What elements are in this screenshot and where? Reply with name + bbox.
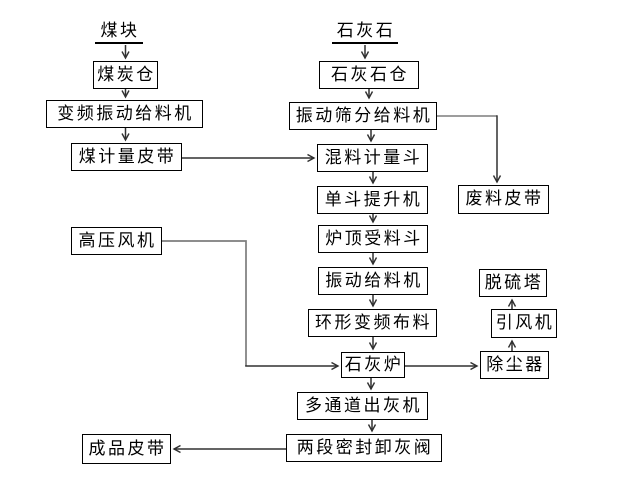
node-limestone-bin: 石灰石仓 xyxy=(319,61,419,89)
node-vf-vibrating-feeder: 变频振动给料机 xyxy=(46,100,203,128)
node-multichannel-ash-discharger: 多通道出灰机 xyxy=(297,392,428,420)
elbow-hp-fan-to-kiln xyxy=(162,240,247,366)
node-induced-draft-fan: 引风机 xyxy=(491,309,557,338)
node-waste-belt: 废料皮带 xyxy=(458,185,549,214)
node-coal-bin: 煤炭仓 xyxy=(93,61,158,89)
node-lime-kiln: 石灰炉 xyxy=(341,352,405,378)
node-bucket-elevator: 单斗提升机 xyxy=(317,186,428,214)
node-product-belt: 成品皮带 xyxy=(82,434,171,464)
node-dust-collector: 除尘器 xyxy=(480,351,549,379)
node-kiln-top-hopper: 炉顶受料斗 xyxy=(318,225,428,253)
node-vibrating-screen-feeder: 振动筛分给料机 xyxy=(289,102,437,130)
node-two-stage-sealed-ash-valve: 两段密封卸灰阀 xyxy=(286,434,442,462)
node-coal-weigh-belt: 煤计量皮带 xyxy=(71,143,182,171)
node-coal-block: 煤块 xyxy=(95,20,143,44)
node-desulfurization-tower: 脱硫塔 xyxy=(479,269,547,297)
node-high-pressure-fan: 高压风机 xyxy=(71,227,162,255)
node-limestone: 石灰石 xyxy=(332,20,398,44)
node-vibrating-feeder: 振动给料机 xyxy=(318,267,428,295)
node-mix-weigh-hopper: 混料计量斗 xyxy=(317,144,428,172)
node-ring-vf-distributor: 环形变频布料 xyxy=(308,309,437,337)
